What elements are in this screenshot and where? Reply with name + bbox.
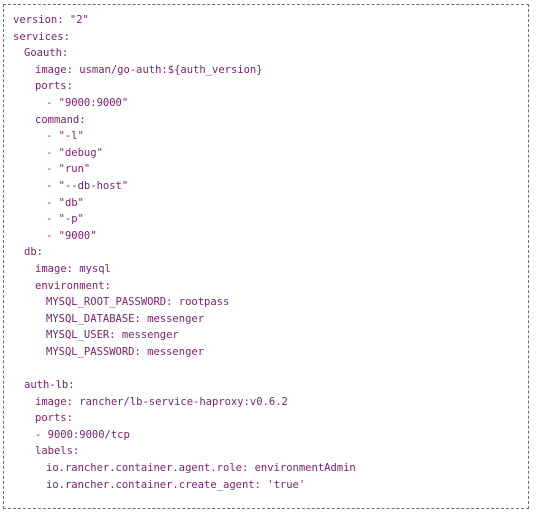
code-line: image: mysql (35, 262, 111, 275)
code-line: MYSQL_PASSWORD: messenger (46, 345, 205, 358)
code-line: - "debug" (46, 146, 103, 159)
code-line: - "-p" (46, 213, 84, 226)
code-line: - "9000:9000" (46, 96, 129, 109)
code-line: - 9000:9000/tcp (35, 428, 130, 441)
code-line: environment: (35, 279, 111, 292)
code-line: auth-lb: (24, 379, 75, 392)
code-line: image: rancher/lb-service-haproxy:v0.6.2 (35, 395, 288, 408)
code-line: io.rancher.container.create_agent: 'true… (46, 478, 306, 491)
code-line: ports: (35, 412, 73, 425)
code-line: - "--db-host" (46, 179, 129, 192)
code-line: MYSQL_USER: messenger (46, 329, 179, 342)
code-line: Goauth: (24, 47, 69, 60)
code-line: labels: (35, 445, 80, 458)
code-line: db: (24, 246, 43, 259)
code-line: version: "2" (13, 14, 89, 26)
code-line: MYSQL_ROOT_PASSWORD: rootpass (46, 296, 230, 309)
code-line: - "db" (46, 196, 84, 209)
code-line: io.rancher.container.agent.role: environ… (46, 462, 356, 475)
code-line: command: (35, 113, 86, 126)
code-block: version: "2" services: Goauth: image: usman… (3, 4, 529, 509)
yaml-code: version: "2" services: Goauth: image: usman… (13, 12, 356, 493)
code-line: services: (13, 30, 70, 43)
code-line: - "9000" (46, 229, 97, 242)
code-line: MYSQL_DATABASE: messenger (46, 312, 205, 325)
code-line (13, 360, 356, 377)
code-line: image: usman/go-auth:${auth_version} (35, 63, 263, 76)
code-line: - "-l" (46, 130, 84, 143)
code-line: - "run" (46, 163, 91, 176)
code-line: ports: (35, 80, 73, 93)
